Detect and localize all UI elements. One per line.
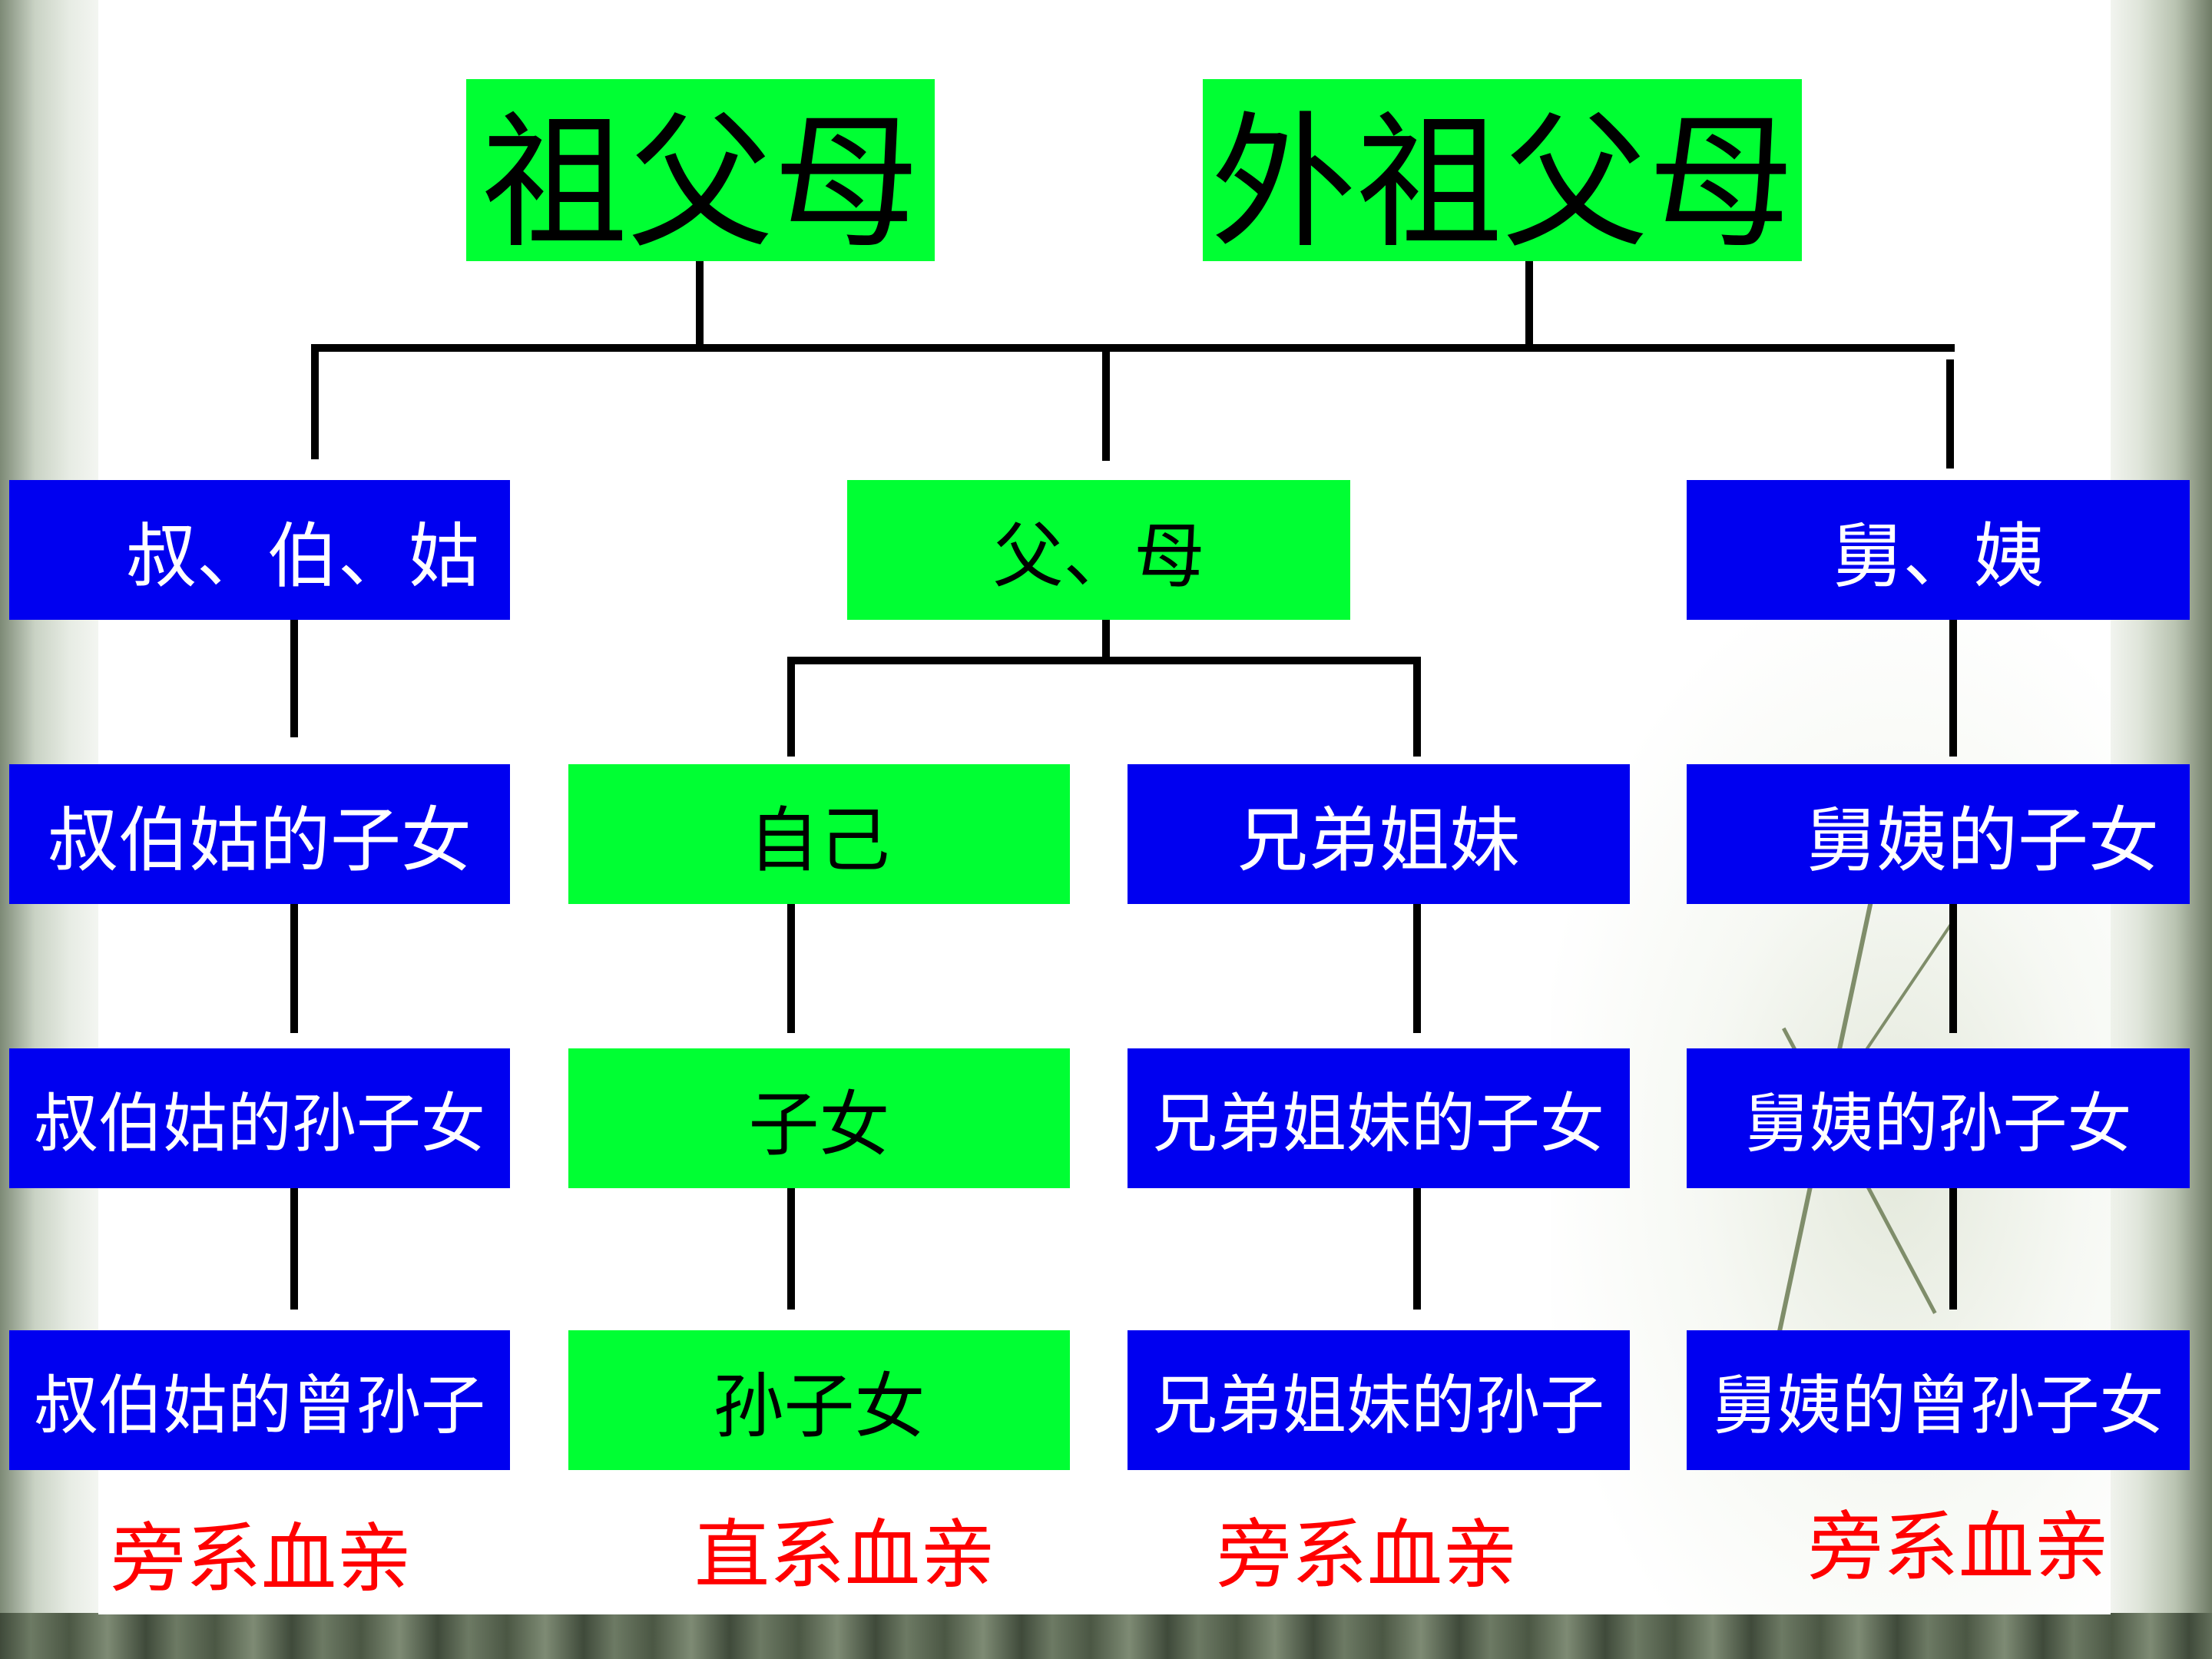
node-maternal-grandparents: 外祖父母 — [1203, 79, 1802, 261]
connector-line — [1949, 1164, 1957, 1310]
connector-line — [787, 657, 1421, 664]
node-sibling-children: 兄弟姐妹的子女 — [1128, 1048, 1630, 1188]
node-label: 兄弟姐妹 — [1237, 799, 1520, 882]
node-sibling-grandchildren: 兄弟姐妹的孙子 — [1128, 1330, 1630, 1470]
node-grandchildren: 孙子女 — [568, 1330, 1070, 1470]
caption-text: 旁系血亲 — [1807, 1504, 2109, 1591]
node-cousins-maternal: 舅姨的子女 — [1687, 764, 2190, 904]
connector-line — [290, 611, 298, 737]
connector-line — [311, 352, 319, 459]
node-label: 叔伯姑的曾孙子 — [33, 1367, 485, 1443]
node-label: 子女 — [748, 1083, 890, 1166]
connector-line — [311, 344, 1955, 352]
node-label: 自己 — [748, 799, 890, 882]
node-parents: 父、母 — [847, 480, 1350, 620]
caption-collateral-right: 旁系血亲 — [1790, 1486, 2128, 1595]
connector-line — [1413, 661, 1421, 757]
connector-line — [696, 261, 704, 349]
caption-text: 旁系血亲 — [1216, 1512, 1518, 1599]
node-label: 外祖父母 — [1210, 98, 1794, 261]
node-label: 叔伯姑的子女 — [47, 799, 472, 882]
node-maternal-grandchildren: 舅姨的孙子女 — [1687, 1048, 2190, 1188]
background-bottom-strip — [0, 1613, 2212, 1659]
connector-line — [1525, 261, 1533, 349]
caption-collateral-left: 旁系血亲 — [92, 1498, 430, 1607]
connector-line — [290, 899, 298, 1033]
node-label: 孙子女 — [713, 1365, 926, 1448]
connector-line — [1949, 899, 1957, 1033]
connector-line — [787, 661, 795, 757]
node-label: 兄弟姐妹的孙子 — [1152, 1367, 1604, 1443]
node-self: 自己 — [568, 764, 1070, 904]
node-children: 子女 — [568, 1048, 1070, 1188]
node-label: 舅、姨 — [1832, 515, 2045, 598]
connector-line — [1413, 1164, 1421, 1310]
node-label: 舅姨的曾孙子女 — [1712, 1367, 2164, 1443]
node-label: 父、母 — [992, 515, 1205, 598]
caption-collateral-middle: 旁系血亲 — [1198, 1494, 1536, 1603]
connector-line — [1413, 899, 1421, 1033]
node-paternal-grandparents: 祖父母 — [466, 79, 935, 261]
caption-direct: 直系血亲 — [676, 1494, 1014, 1603]
node-cousins-paternal: 叔伯姑的子女 — [9, 764, 510, 904]
node-maternal-relatives: 舅、姨 — [1687, 480, 2190, 620]
connector-line — [290, 1183, 298, 1310]
node-label: 舅姨的子女 — [1805, 799, 2159, 882]
connector-line — [1946, 359, 1954, 469]
connector-line — [787, 1164, 795, 1310]
node-label: 舅姨的孙子女 — [1744, 1085, 2132, 1161]
node-label: 祖父母 — [481, 98, 919, 261]
node-maternal-great-grandchildren: 舅姨的曾孙子女 — [1687, 1330, 2190, 1470]
node-label: 叔、伯、姑 — [125, 515, 479, 598]
node-paternal-relatives: 叔、伯、姑 — [9, 480, 510, 620]
connector-line — [1949, 611, 1957, 757]
node-label: 叔伯姑的孙子女 — [33, 1085, 485, 1161]
connector-line — [787, 899, 795, 1033]
connector-line — [1102, 352, 1110, 461]
node-paternal-grandchildren: 叔伯姑的孙子女 — [9, 1048, 510, 1188]
node-label: 兄弟姐妹的子女 — [1152, 1085, 1604, 1161]
caption-text: 直系血亲 — [694, 1512, 995, 1599]
connector-line — [1102, 611, 1110, 661]
node-siblings: 兄弟姐妹 — [1128, 764, 1630, 904]
caption-text: 旁系血亲 — [110, 1515, 412, 1603]
node-paternal-great-grandchildren: 叔伯姑的曾孙子 — [9, 1330, 510, 1470]
